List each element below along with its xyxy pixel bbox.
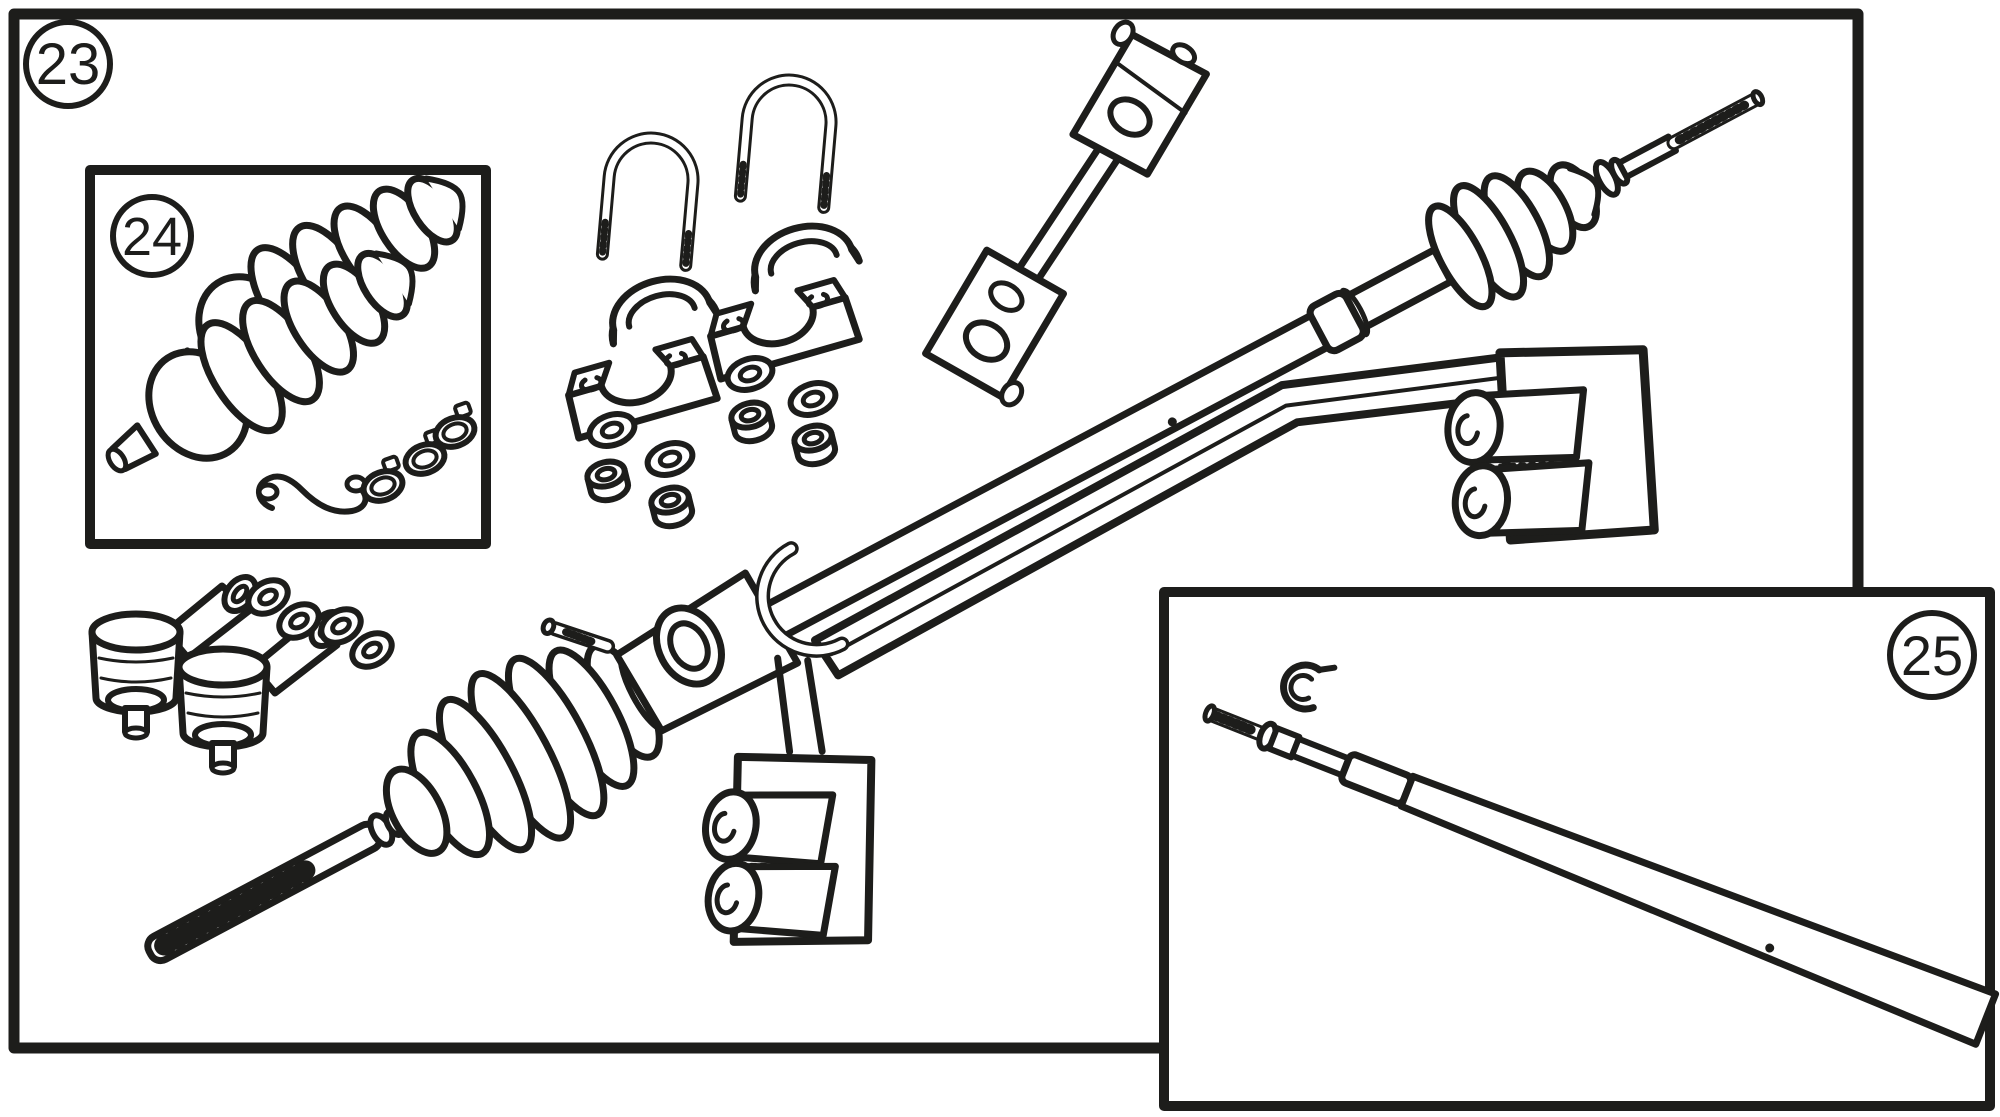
callout-23-circle [23,19,113,109]
lock-nut [585,458,631,504]
boot-wire-clip [256,473,369,515]
tube-hole [1167,417,1177,427]
callout-25-label: 25 [1901,624,1963,687]
mounting-bracket-left [702,654,876,946]
pinch-bolt [999,380,1025,408]
inner-tie-rod [1202,703,2000,1048]
tie-rod-shaft-right [1592,89,1766,198]
pinion-housing [613,569,802,735]
callout-23-label: 23 [36,32,101,97]
callout-24-label: 24 [122,207,182,267]
pinch-bolt [1110,19,1136,47]
rack-bush [702,788,760,863]
lock-nut [649,484,695,530]
rack-bush [1451,462,1512,540]
tie-rod-shaft-left [144,808,407,965]
retaining-clip [1280,661,1338,713]
callout-24-circle [110,194,194,278]
lock-nut [729,399,775,445]
mounting-bracket-right [1444,345,1659,545]
callout-25-circle [1887,610,1977,700]
rack-boot-right [1425,161,1602,311]
shaft-hole [1765,943,1775,953]
callout-24: 24 [110,194,194,278]
steering-rack-assembly [144,89,1766,965]
rack-bush [704,859,763,935]
rack-boot-left [382,641,672,859]
rack-bush [1444,389,1504,466]
grease-nipple [540,617,616,654]
lock-nut [792,422,838,468]
callout-25: 25 [1887,610,1977,700]
shaft-tube [1289,735,2000,1048]
universal-joint [922,19,1210,408]
clamp-ring [755,541,850,658]
callout-23: 23 [23,19,113,109]
